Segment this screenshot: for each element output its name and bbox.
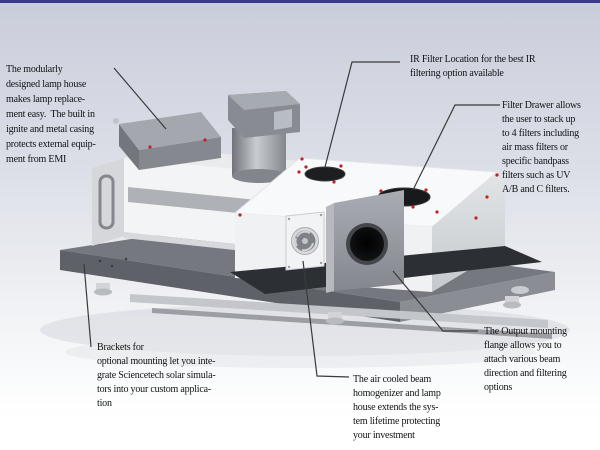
igniter-box — [113, 112, 221, 170]
igniter-connector — [113, 118, 119, 124]
top-border-rule — [0, 0, 600, 3]
ir-filter-opening — [304, 166, 346, 182]
leveling-feet — [94, 283, 521, 325]
output-aperture — [350, 227, 384, 261]
leader-ir-filter — [324, 61, 400, 168]
fan-screws — [287, 213, 323, 269]
floor-reflection — [65, 336, 535, 368]
lamp-cylinder — [228, 91, 300, 183]
annotation-brackets: Brackets for optional mounting let you i… — [97, 342, 216, 409]
corner-markers — [148, 138, 499, 220]
leader-brackets — [83, 263, 92, 348]
annotation-ir-filter: IR Filter Location for the best IR filte… — [410, 54, 536, 79]
annotation-filter-drawer: Filter Drawer allows the user to stack u… — [502, 100, 581, 195]
cooling-fan — [285, 211, 325, 271]
lamp-house-handle — [98, 174, 115, 230]
leader-output-flange — [392, 270, 478, 332]
mounting-bracket-holes — [98, 257, 128, 268]
cylinder-cap-notch — [274, 109, 292, 130]
leader-filter-drawer — [412, 104, 500, 191]
output-panel — [326, 190, 404, 293]
base-rail — [130, 294, 548, 328]
leader-beam-homogenizer — [302, 260, 350, 378]
annotation-beam-homogenizer: The air cooled beam homogenizer and lamp… — [353, 374, 441, 441]
main-unit-foot — [511, 286, 529, 294]
annotation-output-flange: The Output mounting flange allows you to… — [484, 326, 567, 393]
fan-blades — [294, 230, 314, 252]
leader-lamp-house — [113, 67, 167, 130]
annotation-lamp-house: The modularly designed lamp house makes … — [6, 64, 96, 165]
